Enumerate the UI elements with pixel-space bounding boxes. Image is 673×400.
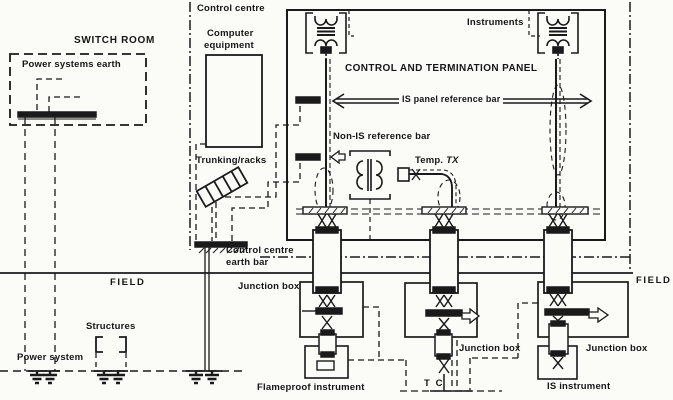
cable-tail (548, 320, 569, 357)
cable-gland-icon (321, 315, 333, 330)
temp-tx-icon (349, 150, 457, 240)
cable-gland-icon (548, 213, 568, 228)
cable-gland-icon (549, 293, 567, 307)
left-arrow-icon (329, 149, 346, 165)
switch-room (9, 53, 147, 371)
ground-symbols (30, 371, 219, 385)
trunking-icon (195, 165, 249, 209)
gland-plate (302, 206, 348, 215)
jb-earth-bar (425, 309, 463, 317)
structures-label: Structures (86, 321, 136, 332)
cable-tail (434, 329, 453, 360)
gland-plate (421, 206, 467, 215)
cable-gland-icon (552, 356, 564, 370)
computer-equipment-label: Computer (207, 28, 254, 39)
non-is-reference-bar-label: Non-IS reference bar (333, 131, 431, 142)
armoured-cable (429, 226, 459, 294)
control-centre (194, 54, 301, 254)
computer-equipment-box (205, 54, 263, 148)
structures-brackets (95, 336, 127, 370)
cable-tail (318, 329, 337, 358)
cc-earth-bar-label: Control centre (226, 245, 294, 256)
cable-gland-icon (435, 294, 453, 308)
earth-ground-icon (205, 371, 219, 385)
termination-panel (286, 9, 606, 241)
jb-earth-bar (544, 308, 590, 316)
cable-gland-icon (438, 358, 450, 374)
armoured-cable (543, 226, 573, 294)
instrument-isolator-icon (305, 12, 347, 59)
power-systems-earth-label: Power systems earth (22, 59, 121, 70)
trunking-racks-label: Trunking/racks (196, 155, 267, 166)
field-label-left: FIELD (110, 277, 146, 288)
earth-ground-icon (30, 371, 44, 385)
right-arrow-icon (461, 307, 481, 325)
reference-bar-stubs (295, 96, 346, 165)
junction-box-mid-label: Junction box (459, 343, 521, 354)
switch-room-title: SWITCH ROOM (74, 35, 156, 46)
armoured-cable (312, 226, 342, 294)
earth-ground-icon (43, 371, 57, 385)
is-instrument-label: IS instrument (547, 381, 611, 392)
power-earth-busbar (17, 111, 97, 118)
temp-tx-label: Temp. TX (415, 155, 459, 166)
power-system-label: Power system (17, 352, 84, 363)
junction-box-internals (302, 293, 610, 331)
earth-ground-icon (97, 371, 111, 385)
is-panel-reference-bar-label: IS panel reference bar (399, 94, 504, 104)
gland-plate (541, 206, 589, 215)
cc-earth-bar-label: earth bar (226, 257, 269, 268)
computer-equipment-label: equipment (204, 40, 254, 51)
gland-plate-row (296, 206, 600, 228)
flameproof-element (316, 360, 335, 371)
cable-gland-icon (438, 317, 450, 331)
earth-ground-icon (111, 371, 125, 385)
cable-gland-icon (317, 213, 337, 228)
panel-cable-runs (314, 59, 567, 221)
cable-gland-icon (434, 213, 454, 228)
earth-ground-icon (189, 371, 203, 385)
field-label-right: FIELD (636, 275, 672, 286)
field-earth-line (0, 247, 242, 385)
instrument-isolator-icon (537, 12, 579, 59)
cable-gland-icon (318, 294, 336, 308)
jb-earth-bar (315, 307, 343, 315)
cc-earth-conductor (204, 247, 210, 371)
field-instruments (304, 320, 578, 391)
armoured-cables (312, 226, 573, 294)
junction-box-right-label: Junction box (586, 343, 648, 354)
junction-box-right-outline (537, 281, 629, 338)
control-centre-earth-bar (194, 241, 248, 254)
right-arrow-icon (588, 306, 610, 324)
control-centre-label: Control centre (197, 3, 265, 14)
panel-title: CONTROL AND TERMINATION PANEL (345, 63, 538, 74)
thermocouple-label: T C (424, 378, 445, 389)
junction-box-left-label: Junction box (238, 281, 300, 292)
instruments-label: Instruments (467, 17, 524, 28)
flameproof-instrument-label: Flameproof instrument (257, 382, 365, 393)
